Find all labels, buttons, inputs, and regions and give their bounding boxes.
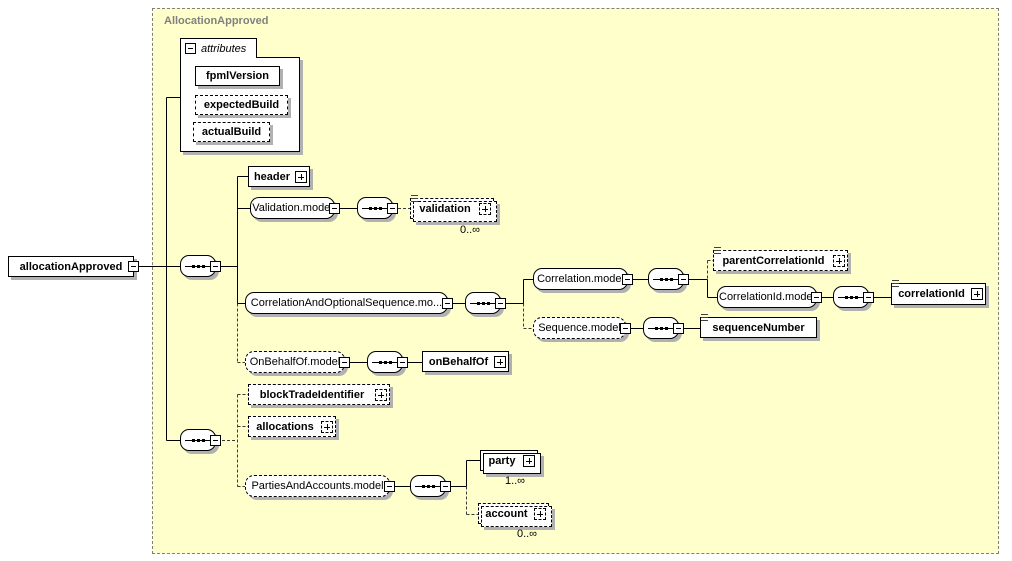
group-validation-model[interactable]: Validation.model	[250, 197, 340, 219]
collapse-icon[interactable]	[397, 356, 408, 368]
expand-icon[interactable]	[523, 454, 535, 467]
collapse-icon[interactable]	[440, 480, 451, 492]
element-blocktradeidentifier[interactable]: blockTradeIdentifier	[248, 384, 390, 405]
collapse-icon[interactable]	[185, 43, 196, 54]
element-label: correlationId	[898, 288, 965, 300]
group-correlationandoptionalsequence-model[interactable]: CorrelationAndOptionalSequence.mo...	[245, 292, 453, 314]
sequence-icon[interactable]	[410, 475, 451, 497]
group-correlation-model[interactable]: Correlation.model	[533, 268, 633, 290]
collapse-icon[interactable]	[622, 273, 633, 285]
collapse-icon[interactable]	[673, 322, 684, 334]
collapse-icon[interactable]	[811, 291, 822, 303]
sequence-icon[interactable]	[465, 292, 506, 314]
group-sequence-model[interactable]: Sequence.model	[533, 317, 631, 339]
occurrence-label: 0..∞	[459, 224, 481, 236]
expand-icon[interactable]	[534, 507, 546, 520]
group-onbehalfof-model[interactable]: OnBehalfOf.model	[245, 351, 350, 373]
expand-icon[interactable]	[321, 420, 333, 433]
collapse-icon[interactable]	[384, 480, 395, 492]
sequence-icon[interactable]	[643, 317, 684, 339]
expand-icon[interactable]	[295, 170, 307, 183]
collapse-icon[interactable]	[442, 297, 453, 309]
sequence-icon[interactable]	[648, 268, 689, 290]
attribute-fpmlversion[interactable]: fpmlVersion	[195, 66, 280, 86]
collapse-icon[interactable]	[339, 356, 350, 368]
sequence-icon[interactable]	[180, 255, 221, 277]
group-label: Correlation.model	[537, 273, 624, 285]
element-label: account	[485, 507, 528, 520]
element-onbehalfof[interactable]: onBehalfOf	[422, 351, 509, 372]
element-label: blockTradeIdentifier	[259, 388, 365, 401]
attributes-indicator-icon	[701, 314, 708, 321]
collapse-icon[interactable]	[495, 297, 506, 309]
group-label: OnBehalfOf.model	[249, 356, 341, 368]
attributes-panel-tab: attributes	[180, 38, 257, 58]
element-label: allocations	[256, 420, 314, 433]
element-parentcorrelationid[interactable]: parentCorrelationId	[713, 247, 848, 271]
attributes-indicator-icon	[892, 280, 899, 287]
element-allocations[interactable]: allocations	[248, 416, 336, 437]
attribute-expectedbuild[interactable]: expectedBuild	[195, 95, 288, 115]
element-label: parentCorrelationId	[722, 254, 825, 267]
element-label: sequenceNumber	[712, 321, 805, 334]
collapse-icon[interactable]	[329, 202, 340, 214]
element-party[interactable]: party	[480, 450, 541, 474]
group-label: PartiesAndAccounts.model	[251, 480, 384, 492]
element-account[interactable]: account	[478, 503, 552, 527]
collapse-icon[interactable]	[863, 291, 874, 303]
attribute-label: fpmlVersion	[206, 70, 269, 82]
collapse-icon[interactable]	[128, 261, 139, 272]
attribute-actualbuild[interactable]: actualBuild	[193, 122, 270, 142]
collapse-icon[interactable]	[387, 202, 398, 214]
expand-icon[interactable]	[494, 355, 506, 368]
element-label: header	[253, 170, 291, 183]
element-sequencenumber[interactable]: sequenceNumber	[700, 314, 817, 338]
element-allocationapproved[interactable]: allocationApproved	[8, 256, 139, 277]
group-correlationid-model[interactable]: CorrelationId.model	[717, 286, 822, 308]
sequence-icon[interactable]	[367, 351, 408, 373]
expand-icon[interactable]	[833, 254, 845, 267]
element-header[interactable]: header	[248, 166, 310, 187]
group-label: CorrelationAndOptionalSequence.mo...	[250, 297, 443, 309]
expand-icon[interactable]	[971, 288, 983, 300]
element-label: party	[488, 454, 516, 467]
element-label: onBehalfOf	[428, 355, 489, 368]
element-validation[interactable]: validation	[410, 195, 497, 222]
collapse-icon[interactable]	[210, 260, 221, 272]
element-label: allocationApproved	[19, 260, 123, 273]
group-label: Sequence.model	[538, 322, 621, 334]
element-label: validation	[419, 202, 471, 215]
attributes-indicator-icon	[411, 195, 418, 202]
complex-type-title: AllocationApproved	[164, 15, 269, 27]
attribute-label: actualBuild	[201, 126, 262, 138]
group-label: CorrelationId.model	[719, 291, 815, 303]
group-partiesandaccounts-model[interactable]: PartiesAndAccounts.model	[245, 475, 395, 497]
sequence-icon[interactable]	[833, 286, 874, 308]
occurrence-label: 1..∞	[504, 475, 526, 487]
attributes-panel-title: attributes	[201, 42, 247, 55]
collapse-icon[interactable]	[620, 322, 631, 334]
collapse-icon[interactable]	[678, 273, 689, 285]
group-label: Validation.model	[252, 202, 333, 214]
expand-icon[interactable]	[375, 388, 387, 401]
attributes-indicator-icon	[714, 247, 721, 254]
sequence-icon[interactable]	[180, 429, 221, 451]
expand-icon[interactable]	[479, 202, 491, 215]
collapse-icon[interactable]	[210, 434, 221, 446]
attribute-label: expectedBuild	[203, 99, 280, 111]
sequence-icon[interactable]	[357, 197, 398, 219]
element-correlationid[interactable]: correlationId	[891, 280, 986, 305]
occurrence-label: 0..∞	[516, 528, 538, 540]
